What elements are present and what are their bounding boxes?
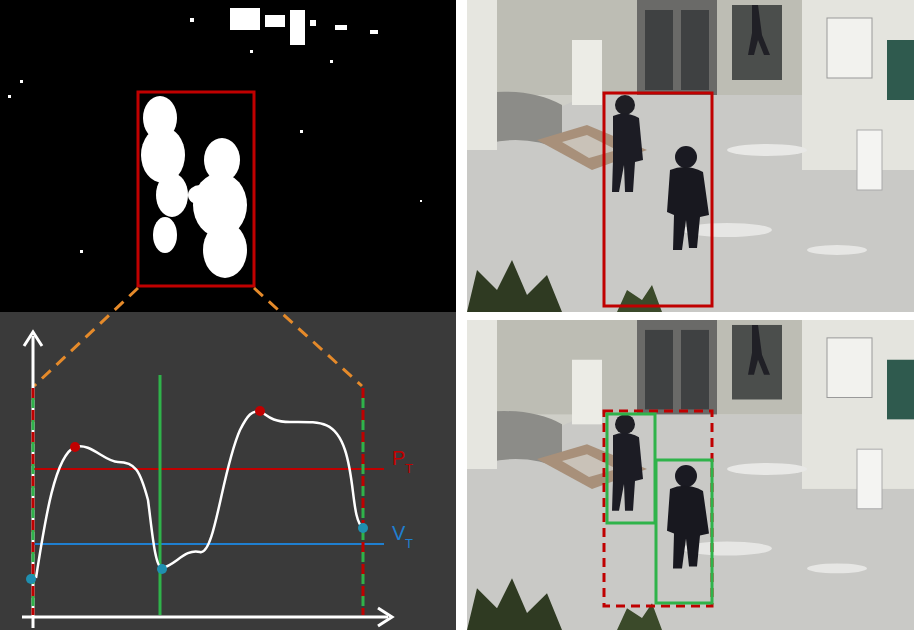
mask-noise <box>8 8 422 253</box>
threshold-symbol: V <box>392 523 405 543</box>
extrema-dots <box>26 406 368 584</box>
zoom-lines <box>34 288 362 386</box>
peak-threshold <box>33 468 384 470</box>
camera-frame-split <box>467 320 914 630</box>
threshold-subscript: T <box>405 462 413 475</box>
axes <box>22 332 392 628</box>
graph-panel <box>0 312 456 630</box>
mask-blobs <box>141 96 247 278</box>
camera-frame <box>467 0 914 312</box>
threshold-symbol: P <box>392 448 405 468</box>
split-lines <box>33 375 363 615</box>
projection-curve <box>36 411 363 578</box>
threshold-subscript: T <box>405 537 413 550</box>
blob-box <box>138 92 254 286</box>
foreground-mask <box>0 0 456 312</box>
